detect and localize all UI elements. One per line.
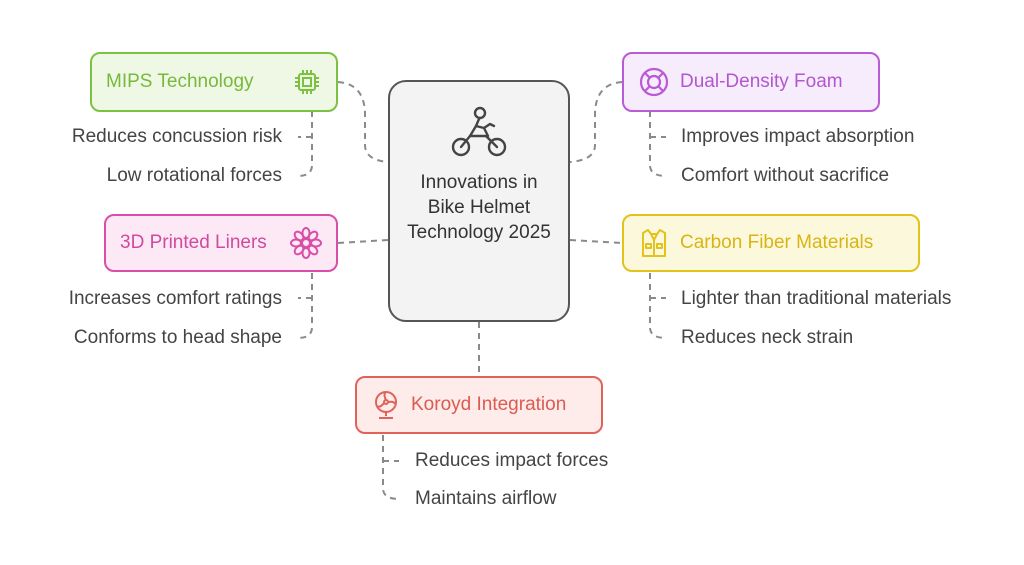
node-koroyd-integration[interactable]: Koroyd Integration (355, 376, 603, 434)
dual-item-1: Improves impact absorption (681, 126, 915, 147)
connector-dual-sub (649, 111, 667, 177)
connector-liners-sub (297, 273, 313, 339)
fan-icon (375, 391, 397, 419)
node-carbon-label: Carbon Fiber Materials (680, 232, 874, 253)
node-koroyd-label: Koroyd Integration (411, 394, 567, 415)
motorbike-rider-icon (451, 106, 507, 157)
node-carbon-fiber-materials[interactable]: Carbon Fiber Materials (622, 214, 920, 272)
connector-dual (569, 81, 623, 163)
mips-item-1: Reduces concussion risk (71, 126, 282, 147)
dual-item-2: Comfort without sacrifice (681, 165, 890, 186)
center-node[interactable]: Innovations in Bike Helmet Technology 20… (388, 80, 570, 322)
node-mips-technology[interactable]: MIPS Technology (90, 52, 338, 112)
node-mips-label: MIPS Technology (106, 71, 254, 92)
mips-item-2: Low rotational forces (106, 165, 282, 186)
chip-icon (295, 70, 319, 94)
vest-icon (642, 229, 666, 257)
node-liners-label: 3D Printed Liners (120, 232, 267, 253)
flower-icon (290, 227, 322, 259)
lifebuoy-icon (639, 67, 669, 97)
node-dual-label: Dual-Density Foam (680, 71, 843, 92)
center-title: Innovations in Bike Helmet Technology 20… (407, 172, 551, 243)
carbon-item-2: Reduces neck strain (681, 327, 854, 348)
koroyd-item-2: Maintains airflow (415, 488, 557, 509)
liners-item-2: Conforms to head shape (73, 327, 282, 348)
liners-item-1: Increases comfort ratings (68, 288, 282, 309)
koroyd-item-1: Reduces impact forces (415, 450, 609, 471)
node-dual-density-foam[interactable]: Dual-Density Foam (622, 52, 880, 112)
connector-liners (337, 239, 389, 244)
connector-mips-sub (297, 111, 313, 177)
connector-carbon-sub (649, 273, 667, 339)
connector-koroyd-sub (382, 435, 400, 500)
node-3d-printed-liners[interactable]: 3D Printed Liners (104, 214, 338, 272)
carbon-item-1: Lighter than traditional materials (681, 288, 952, 309)
connector-carbon (569, 239, 623, 244)
connector-mips (337, 81, 389, 163)
